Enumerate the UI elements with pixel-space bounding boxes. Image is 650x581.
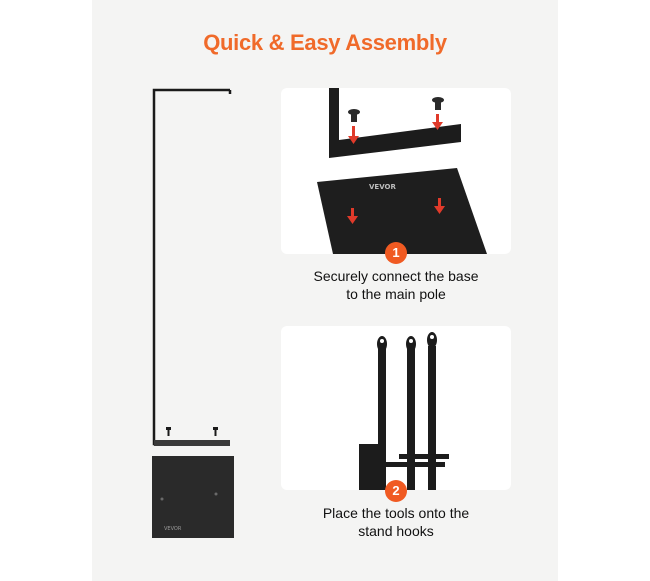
arrow-down-icon	[348, 114, 443, 144]
base-brand-label: VEVOR	[164, 526, 182, 532]
base-assembly-illustration: VEVOR	[317, 88, 487, 254]
step-2-image	[281, 326, 511, 490]
base-brand-label: VEVOR	[369, 183, 396, 191]
step-2-caption-line: Place the tools onto the	[322, 505, 470, 521]
step-1-image: VEVOR	[281, 88, 511, 254]
step-2-caption: Place the tools onto the stand hooks	[281, 504, 511, 540]
base-plate	[317, 168, 487, 254]
tool-rod	[407, 348, 415, 490]
exploded-view-illustration: VEVOR	[152, 88, 234, 538]
screw-icon	[348, 109, 360, 122]
main-pole	[152, 88, 230, 446]
screw-icon	[432, 97, 444, 110]
screw-icon	[166, 427, 171, 436]
arrow-down-icon	[347, 198, 445, 224]
tool-hooks-illustration	[359, 332, 449, 490]
step-1-caption-line: to the main pole	[346, 286, 446, 302]
step-2-caption-line: stand hooks	[358, 523, 434, 539]
step-1-badge: 1	[385, 242, 407, 264]
tool-rod	[428, 346, 436, 490]
step-1-caption: Securely connect the base to the main po…	[281, 267, 511, 303]
step-2-badge: 2	[385, 480, 407, 502]
stand-pole	[359, 444, 383, 490]
page-title: Quick & Easy Assembly	[203, 30, 447, 55]
step-1-caption-line: Securely connect the base	[313, 268, 479, 284]
base-plate	[152, 456, 234, 538]
tool-rod	[378, 348, 386, 490]
pole-bracket	[154, 440, 230, 446]
screw-icon	[213, 427, 218, 436]
